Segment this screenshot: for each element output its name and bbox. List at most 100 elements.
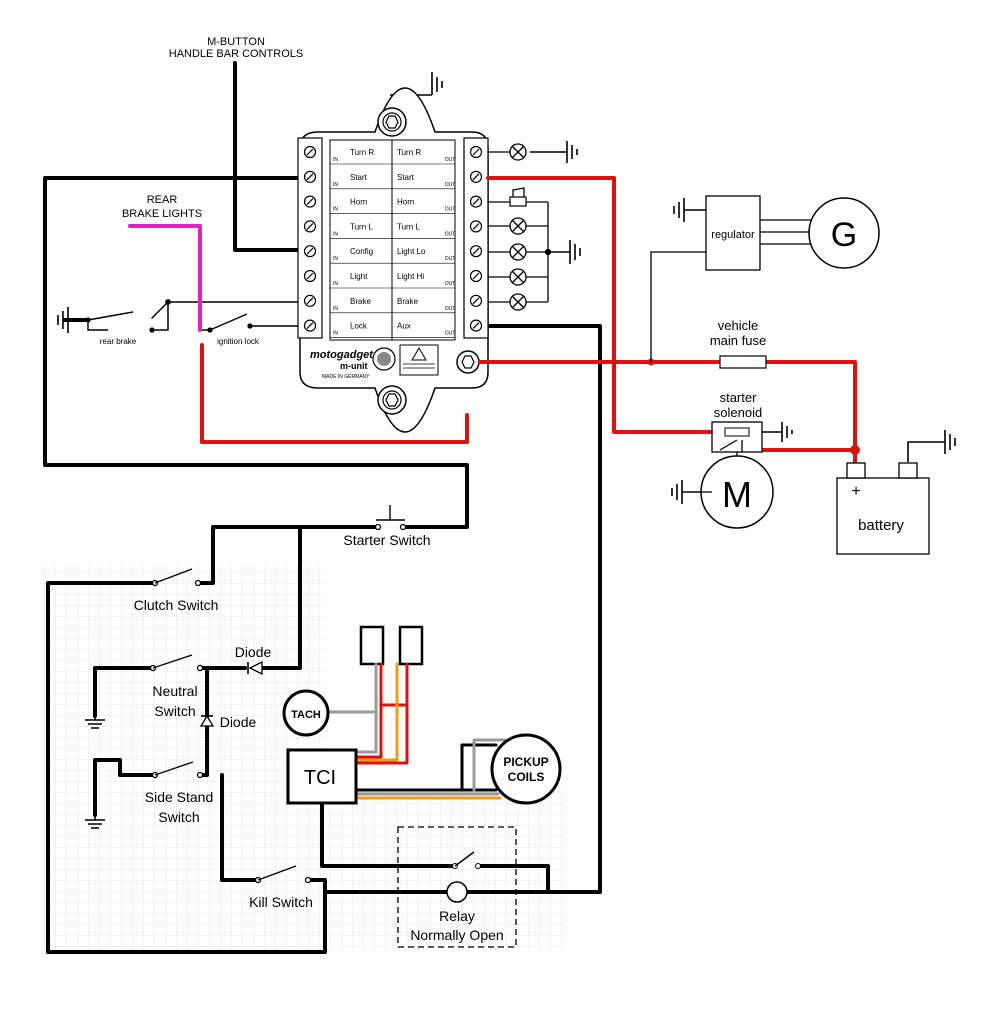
diode-label-top: Diode bbox=[235, 644, 272, 660]
input-label: Light bbox=[350, 272, 368, 281]
input-label: Brake bbox=[350, 297, 371, 306]
out-label: OUT bbox=[445, 331, 456, 337]
input-label: Turn L bbox=[350, 222, 373, 231]
tach-icon bbox=[282, 689, 330, 737]
lamp-icon bbox=[509, 293, 527, 311]
in-label: IN bbox=[333, 256, 338, 262]
output-loads bbox=[488, 143, 552, 311]
generator-label: G bbox=[831, 216, 857, 254]
solenoid-label-2: solenoid bbox=[714, 405, 762, 420]
charging-system: regulator G bbox=[650, 195, 880, 362]
out-label: OUT bbox=[445, 157, 456, 163]
output-label: Start bbox=[397, 173, 415, 182]
generator-icon bbox=[808, 197, 880, 269]
output-label: Turn R bbox=[397, 148, 421, 157]
ignition-coil-connector bbox=[398, 625, 424, 666]
pickup-label-1: PICKUP bbox=[503, 755, 548, 769]
main-fuse: vehicle main fuse bbox=[710, 318, 767, 369]
tci-box bbox=[286, 748, 358, 805]
ground-icon bbox=[57, 307, 69, 333]
warning-icon bbox=[411, 347, 427, 361]
output-label: Light Lo bbox=[397, 247, 426, 256]
handle-bar-label: HANDLE BAR CONTROLS bbox=[169, 48, 303, 60]
out-label: OUT bbox=[445, 306, 456, 312]
output-label: Turn L bbox=[397, 222, 420, 231]
in-label: IN bbox=[333, 207, 338, 213]
in-label: IN bbox=[333, 231, 338, 237]
ignition-coil-connector bbox=[359, 625, 385, 666]
battery-label: battery bbox=[858, 517, 904, 534]
in-label: IN bbox=[333, 281, 338, 287]
input-label: Turn R bbox=[350, 148, 374, 157]
output-label: Aux bbox=[397, 322, 411, 331]
regulator-box bbox=[705, 195, 761, 271]
motor-label: M bbox=[722, 474, 752, 515]
out-label: OUT bbox=[445, 182, 456, 188]
neutral-label-1: Neutral bbox=[152, 683, 197, 699]
horn-icon bbox=[509, 187, 527, 207]
ground-icon bbox=[548, 240, 581, 264]
fuse-label-1: vehicle bbox=[718, 318, 758, 333]
input-label: Horn bbox=[350, 198, 367, 207]
battery: + battery bbox=[836, 462, 930, 555]
tach-label: TACH bbox=[291, 709, 321, 721]
made-in-label: MADE IN GERMANY bbox=[322, 374, 370, 380]
starter-motor: M bbox=[700, 455, 774, 529]
m-button-label: M-BUTTON bbox=[207, 36, 265, 48]
in-label: IN bbox=[333, 306, 338, 312]
input-label: Config bbox=[350, 247, 373, 256]
ground-icon bbox=[671, 480, 700, 504]
lamp-icon bbox=[509, 143, 527, 161]
starter-solenoid: starter solenoid bbox=[711, 390, 763, 462]
pickup-coils-icon bbox=[490, 733, 562, 805]
ignition-components: TACH TCI PICKUP COILS bbox=[282, 625, 562, 805]
ground-icon bbox=[907, 430, 956, 462]
ground-icon bbox=[530, 141, 578, 163]
brake-light-wire bbox=[128, 224, 202, 332]
text-labels: M-BUTTON HANDLE BAR CONTROLS REAR BRAKE … bbox=[100, 36, 431, 910]
out-label: OUT bbox=[445, 207, 456, 213]
brake-lights-label-1: REAR bbox=[147, 194, 178, 206]
relay-label-2: Normally Open bbox=[410, 927, 503, 943]
battery-negative-terminal bbox=[898, 462, 918, 479]
regulator-label: regulator bbox=[711, 229, 755, 241]
battery-positive-terminal bbox=[846, 462, 866, 479]
brand-logo: motogadget bbox=[310, 349, 374, 361]
power-wiring bbox=[200, 176, 860, 464]
battery-body bbox=[836, 477, 930, 555]
relay-coil-icon bbox=[446, 881, 468, 903]
diode-icon bbox=[199, 714, 215, 727]
pickup-label-2: COILS bbox=[508, 770, 545, 784]
model-logo: m-unit bbox=[340, 361, 368, 371]
black-wiring bbox=[43, 61, 602, 954]
lamp-icon bbox=[509, 243, 527, 261]
grid-paper-left bbox=[40, 565, 325, 950]
switches bbox=[85, 299, 407, 884]
relay-label-1: Relay bbox=[439, 908, 475, 924]
relay-outline bbox=[397, 826, 517, 948]
relay: Relay Normally Open bbox=[397, 826, 517, 948]
in-label: IN bbox=[333, 157, 338, 163]
clutch-switch-label: Clutch Switch bbox=[134, 597, 219, 613]
fuse-label-2: main fuse bbox=[710, 333, 766, 348]
out-label: OUT bbox=[445, 256, 456, 262]
starter-switch-label: Starter Switch bbox=[343, 532, 430, 548]
in-label: IN bbox=[333, 182, 338, 188]
m-unit: motogadget m-unit MADE IN GERMANY bbox=[297, 87, 489, 433]
ground-icon bbox=[85, 716, 105, 729]
power-terminal bbox=[456, 350, 480, 374]
output-label: Light Hi bbox=[397, 272, 424, 281]
input-label: Lock bbox=[350, 322, 368, 331]
input-label: Start bbox=[350, 173, 368, 182]
ground-icon bbox=[760, 422, 793, 442]
tci-label: TCI bbox=[304, 767, 336, 789]
brake-lights-label-2: BRAKE LIGHTS bbox=[122, 208, 202, 220]
out-label: OUT bbox=[445, 281, 456, 287]
output-label: Horn bbox=[397, 198, 414, 207]
in-label: IN bbox=[333, 331, 338, 337]
lamp-icon bbox=[509, 217, 527, 235]
battery-plus: + bbox=[851, 483, 860, 500]
ground-icon bbox=[85, 815, 105, 829]
solenoid-label-1: starter bbox=[720, 390, 758, 405]
